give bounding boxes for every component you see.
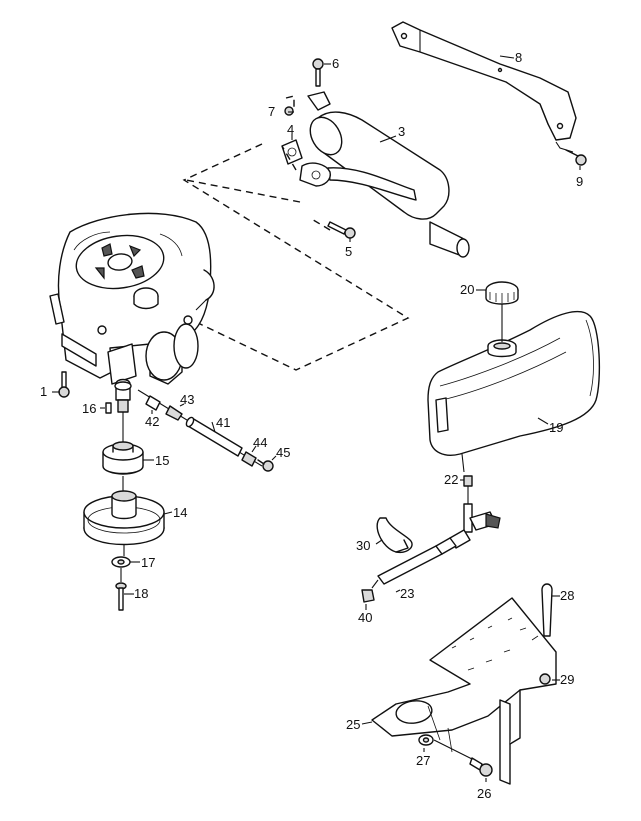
callout-6: 6 bbox=[332, 56, 339, 71]
callout-3: 3 bbox=[398, 124, 405, 139]
exhaust-route-line bbox=[182, 143, 410, 371]
bolt-28 bbox=[541, 583, 553, 637]
callout-5: 5 bbox=[345, 244, 352, 259]
washer-27 bbox=[418, 734, 434, 746]
key-16 bbox=[105, 402, 112, 414]
fitting-42 bbox=[145, 395, 161, 411]
bolt-18 bbox=[115, 582, 127, 611]
bolt-6 bbox=[312, 58, 324, 87]
fitting-44 bbox=[241, 451, 257, 467]
bolt-26 bbox=[433, 739, 493, 777]
callout-20: 20 bbox=[460, 282, 474, 297]
fuel-line-41 bbox=[185, 416, 243, 457]
callout-16: 16 bbox=[82, 401, 96, 416]
bolt-1 bbox=[58, 371, 70, 398]
fuel-tank bbox=[427, 300, 601, 473]
clamp-7 bbox=[284, 91, 331, 116]
muffler bbox=[299, 111, 470, 258]
callout-30: 30 bbox=[356, 538, 370, 553]
callout-42: 42 bbox=[145, 414, 159, 429]
mounting-plate bbox=[371, 597, 557, 785]
leader-lines bbox=[52, 55, 581, 782]
pulley-14 bbox=[83, 490, 165, 556]
callout-28: 28 bbox=[560, 588, 574, 603]
callout-labels: 6 7 4 3 8 9 5 1 16 42 43 41 44 45 15 14 … bbox=[40, 50, 583, 801]
clamp-40 bbox=[361, 589, 375, 603]
tie-strap-30 bbox=[376, 517, 413, 554]
fitting-22 bbox=[463, 475, 473, 504]
washer-17 bbox=[111, 556, 131, 582]
fitting-43 bbox=[165, 405, 183, 421]
callout-23: 23 bbox=[400, 586, 414, 601]
callout-43: 43 bbox=[180, 392, 194, 407]
callout-25: 25 bbox=[346, 717, 360, 732]
callout-18: 18 bbox=[134, 586, 148, 601]
muffler-bracket bbox=[391, 21, 577, 141]
fuel-cap-20 bbox=[485, 281, 519, 305]
callout-15: 15 bbox=[155, 453, 169, 468]
callout-19: 19 bbox=[549, 420, 563, 435]
callout-1: 1 bbox=[40, 384, 47, 399]
pulley-15 bbox=[102, 441, 144, 492]
callout-17: 17 bbox=[141, 555, 155, 570]
callout-27: 27 bbox=[416, 753, 430, 768]
engine bbox=[49, 212, 215, 413]
callout-29: 29 bbox=[560, 672, 574, 687]
bolt-5 bbox=[327, 221, 356, 239]
fitting-45 bbox=[257, 459, 274, 472]
callout-4: 4 bbox=[287, 122, 294, 137]
callout-9: 9 bbox=[576, 174, 583, 189]
callout-8: 8 bbox=[515, 50, 522, 65]
callout-41: 41 bbox=[216, 415, 230, 430]
fuel-hose-23 bbox=[371, 537, 457, 589]
callout-7: 7 bbox=[268, 104, 275, 119]
shutoff-valve bbox=[449, 503, 501, 549]
callout-45: 45 bbox=[276, 445, 290, 460]
callout-22: 22 bbox=[444, 472, 458, 487]
nut-29 bbox=[539, 673, 551, 685]
callout-44: 44 bbox=[253, 435, 267, 450]
callout-40: 40 bbox=[358, 610, 372, 625]
bolt-9 bbox=[555, 141, 587, 166]
callout-26: 26 bbox=[477, 786, 491, 801]
callout-14: 14 bbox=[173, 505, 187, 520]
gasket-4 bbox=[281, 139, 303, 165]
